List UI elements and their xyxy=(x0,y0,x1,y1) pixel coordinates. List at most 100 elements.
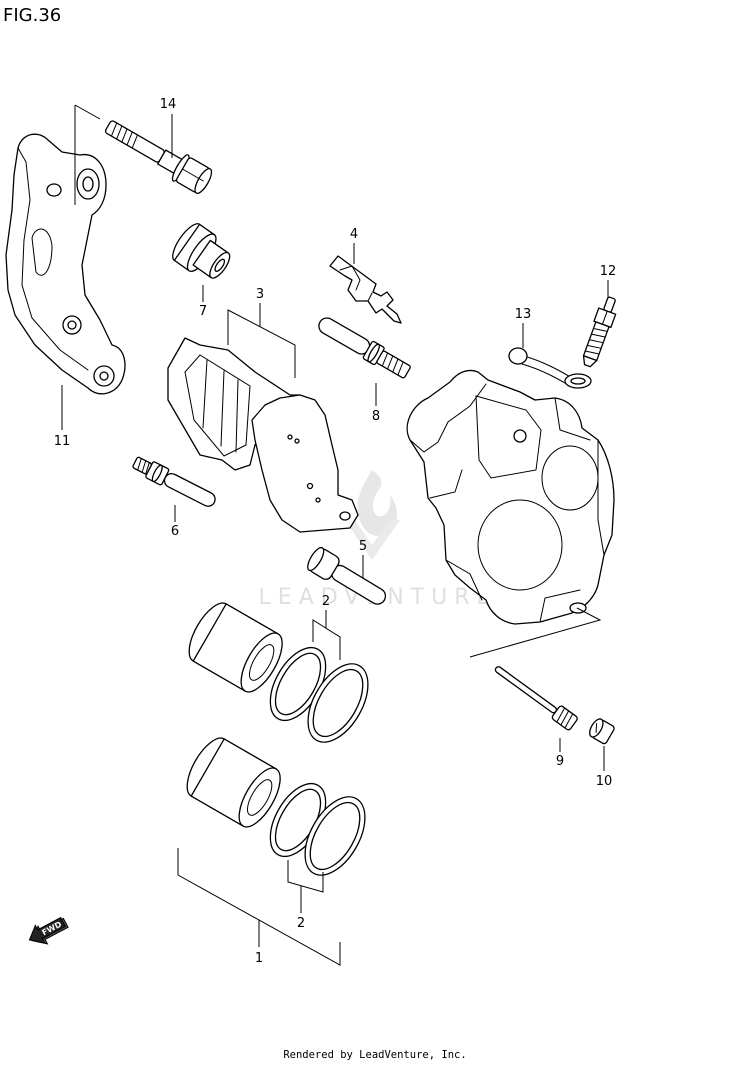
bolt-head-face xyxy=(307,546,325,572)
caliper-ridge xyxy=(554,397,605,556)
bolt-hex-edge xyxy=(181,168,204,182)
pin-collar-face xyxy=(367,343,380,363)
fwd-arrow-icon: FWD xyxy=(28,916,69,945)
part-4-clip xyxy=(329,255,402,324)
leader-lines xyxy=(61,114,609,966)
pin-threads xyxy=(137,457,150,475)
bracket-2-lower xyxy=(287,860,324,893)
callout-11[interactable]: 11 xyxy=(54,434,71,449)
caliper-arm xyxy=(409,383,487,453)
watermark-flame-icon xyxy=(357,470,398,537)
bracket-cutout xyxy=(31,228,53,276)
callout-4[interactable]: 4 xyxy=(350,227,358,242)
callouts: 14 7 4 3 8 12 13 11 6 5 2 9 10 2 1 xyxy=(54,97,617,966)
screw-threads xyxy=(556,707,574,729)
boot-edge xyxy=(194,265,212,279)
part-12-bleeder xyxy=(582,296,617,368)
cap-ring-hole xyxy=(570,377,586,385)
cap-top xyxy=(508,347,528,365)
piston-recess xyxy=(246,779,273,816)
watermark-v-icon xyxy=(345,520,400,560)
assembly-line xyxy=(469,607,602,658)
callout-2-upper[interactable]: 2 xyxy=(322,594,330,609)
boot-edge xyxy=(199,223,215,236)
bracket-outline xyxy=(5,133,126,395)
seal-inner xyxy=(274,652,322,716)
bracket-3 xyxy=(227,309,296,378)
seal-inner xyxy=(309,801,361,871)
callout-13[interactable]: 13 xyxy=(515,307,532,322)
callout-6[interactable]: 6 xyxy=(171,524,179,539)
callout-10[interactable]: 10 xyxy=(596,774,613,789)
caliper-hole xyxy=(513,429,527,443)
piston-lower xyxy=(186,737,281,828)
piston-face xyxy=(240,632,283,693)
bracket-boss-hole xyxy=(82,176,94,192)
bracket-hole xyxy=(46,183,62,197)
piston-edge xyxy=(192,660,246,692)
pad-rivet xyxy=(294,438,300,444)
part-14-bolt xyxy=(104,120,213,195)
piston-edge xyxy=(223,738,277,770)
pad-rivet xyxy=(287,434,293,440)
callout-7[interactable]: 7 xyxy=(199,304,207,319)
pin-thread xyxy=(376,350,411,379)
caliper-boss xyxy=(475,395,542,479)
piston-face xyxy=(238,767,281,828)
seal-upper-2 xyxy=(307,663,369,743)
boot-edge xyxy=(211,241,229,254)
figure-title: FIG.36 xyxy=(3,5,61,26)
part-7-boot xyxy=(172,223,231,279)
part-11-bracket xyxy=(5,133,126,395)
bracket-hole-inner xyxy=(99,371,109,381)
callout-9[interactable]: 9 xyxy=(556,754,564,769)
part-10-plug xyxy=(589,718,615,745)
screw-shank xyxy=(494,666,558,714)
pad-front-plate xyxy=(251,394,359,533)
pad-pin-hole xyxy=(339,511,351,521)
caliper-lug xyxy=(429,469,581,623)
bracket-edge xyxy=(17,147,89,371)
caliper-outline xyxy=(406,369,615,625)
callout-14[interactable]: 14 xyxy=(160,97,177,112)
callout-1[interactable]: 1 xyxy=(255,951,263,966)
callout-8[interactable]: 8 xyxy=(372,409,380,424)
pad-back-friction xyxy=(184,354,251,457)
bleeder-tip xyxy=(582,355,598,368)
assembly-line xyxy=(74,104,101,120)
part-8-pin xyxy=(318,317,411,379)
piston-edge xyxy=(225,603,279,635)
part-9-screw xyxy=(494,666,578,731)
callout-2-lower[interactable]: 2 xyxy=(297,916,305,931)
seal-lower-2 xyxy=(304,796,366,876)
pin-threads xyxy=(381,352,404,376)
pad-rivet xyxy=(315,497,321,503)
caliper-bore xyxy=(477,499,563,591)
pin-collar-face xyxy=(151,464,163,483)
seal-inner xyxy=(312,668,364,738)
callout-5[interactable]: 5 xyxy=(359,539,367,554)
clip-outline xyxy=(329,255,402,324)
part-6-pin xyxy=(132,456,216,507)
callout-12[interactable]: 12 xyxy=(600,264,617,279)
boot-edge xyxy=(173,259,190,272)
footer-credit: Rendered by LeadVenture, Inc. xyxy=(283,1049,466,1061)
bleeder-hex-edge xyxy=(601,310,608,325)
plug-slot xyxy=(595,723,598,733)
bolt-threads xyxy=(110,122,138,149)
part-3-pads xyxy=(167,337,359,533)
bracket-hole-inner xyxy=(67,320,77,330)
piston-edge xyxy=(190,795,244,827)
part-13-cap xyxy=(508,347,592,389)
pin-shank xyxy=(318,317,371,355)
fwd-arrow-shape xyxy=(28,916,67,944)
callout-3[interactable]: 3 xyxy=(256,287,264,302)
pad-rivet xyxy=(306,482,314,490)
boot-hole xyxy=(214,258,226,272)
pin-shank xyxy=(163,472,216,507)
piston-upper xyxy=(188,602,283,693)
cap-strap-edge xyxy=(521,363,571,387)
clip-fold xyxy=(339,265,373,302)
piston-recess xyxy=(248,644,275,681)
